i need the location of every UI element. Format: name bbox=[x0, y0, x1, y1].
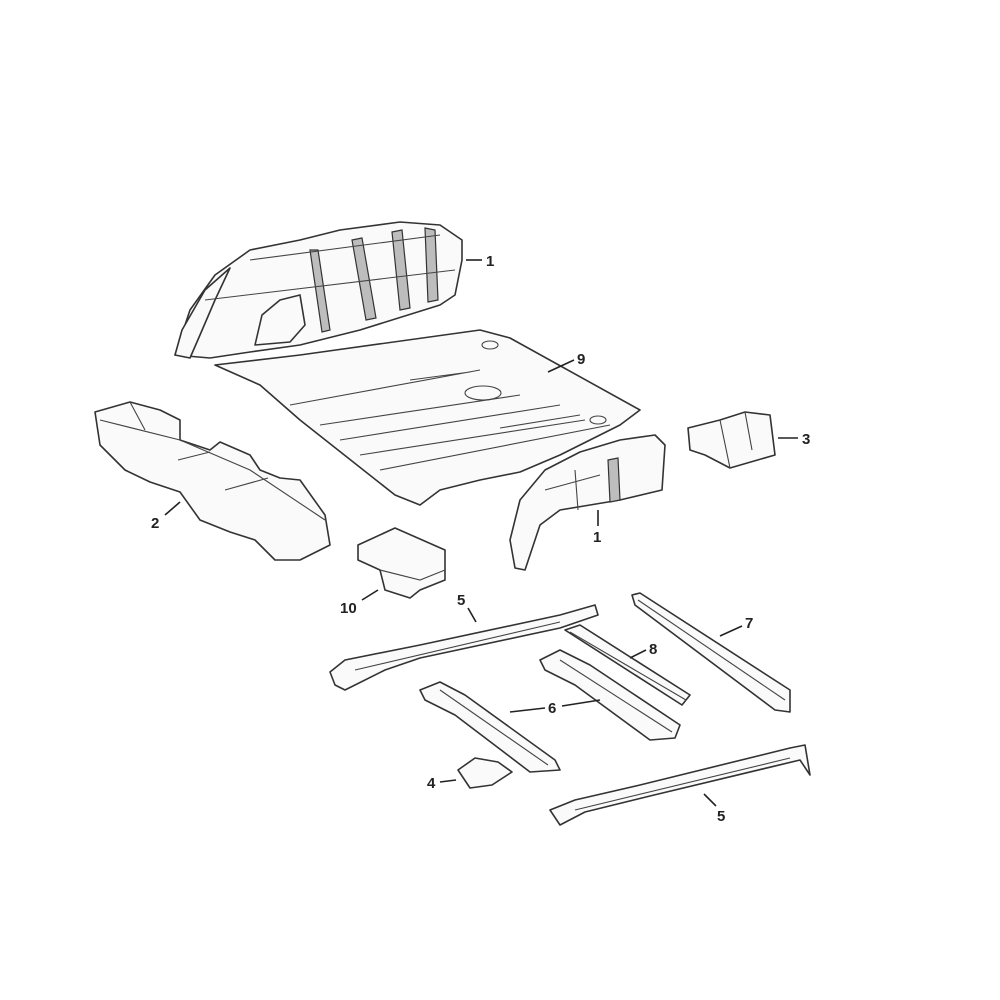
callout-label: 6 bbox=[548, 700, 556, 717]
part-bracket-3[interactable] bbox=[687, 411, 776, 469]
part-crossmember-6[interactable] bbox=[419, 649, 681, 773]
callout-label: 8 bbox=[649, 641, 657, 658]
callout-2: 2 bbox=[151, 501, 181, 532]
callout-label: 3 bbox=[802, 431, 810, 448]
part-bracket-10[interactable] bbox=[357, 527, 446, 599]
part-wheelhouse-left[interactable] bbox=[174, 221, 463, 359]
part-rail-8[interactable] bbox=[564, 624, 691, 706]
callout-label: 2 bbox=[151, 515, 159, 532]
part-floor-pan[interactable] bbox=[214, 329, 641, 506]
callout-4: 4 bbox=[427, 775, 457, 792]
callout-label: 4 bbox=[427, 775, 436, 792]
part-rail-5-lower[interactable] bbox=[549, 744, 811, 826]
part-rail-5-upper[interactable] bbox=[329, 604, 599, 691]
callout-label: 5 bbox=[457, 592, 465, 609]
callout-1-left: 1 bbox=[466, 253, 494, 270]
callout-label: 10 bbox=[340, 600, 357, 617]
callout-6: 6 bbox=[509, 699, 601, 717]
callout-label: 7 bbox=[745, 615, 753, 632]
part-bracket-4[interactable] bbox=[457, 757, 513, 789]
callout-label: 1 bbox=[593, 529, 601, 546]
part-wheelhouse-right[interactable] bbox=[509, 434, 666, 571]
callout-3: 3 bbox=[778, 431, 810, 448]
callout-7: 7 bbox=[719, 615, 753, 637]
part-reinforcement-7[interactable] bbox=[631, 592, 791, 713]
callout-label: 5 bbox=[717, 808, 725, 825]
callout-label: 9 bbox=[577, 351, 585, 368]
part-crossmember-assembly[interactable] bbox=[94, 401, 331, 561]
callout-8: 8 bbox=[629, 641, 657, 659]
callout-1-right: 1 bbox=[593, 510, 601, 546]
callout-10: 10 bbox=[340, 589, 379, 617]
callout-5-lower: 5 bbox=[703, 793, 725, 825]
callout-label: 1 bbox=[486, 253, 494, 270]
callout-9: 9 bbox=[547, 351, 585, 373]
callout-5-upper: 5 bbox=[457, 592, 477, 623]
